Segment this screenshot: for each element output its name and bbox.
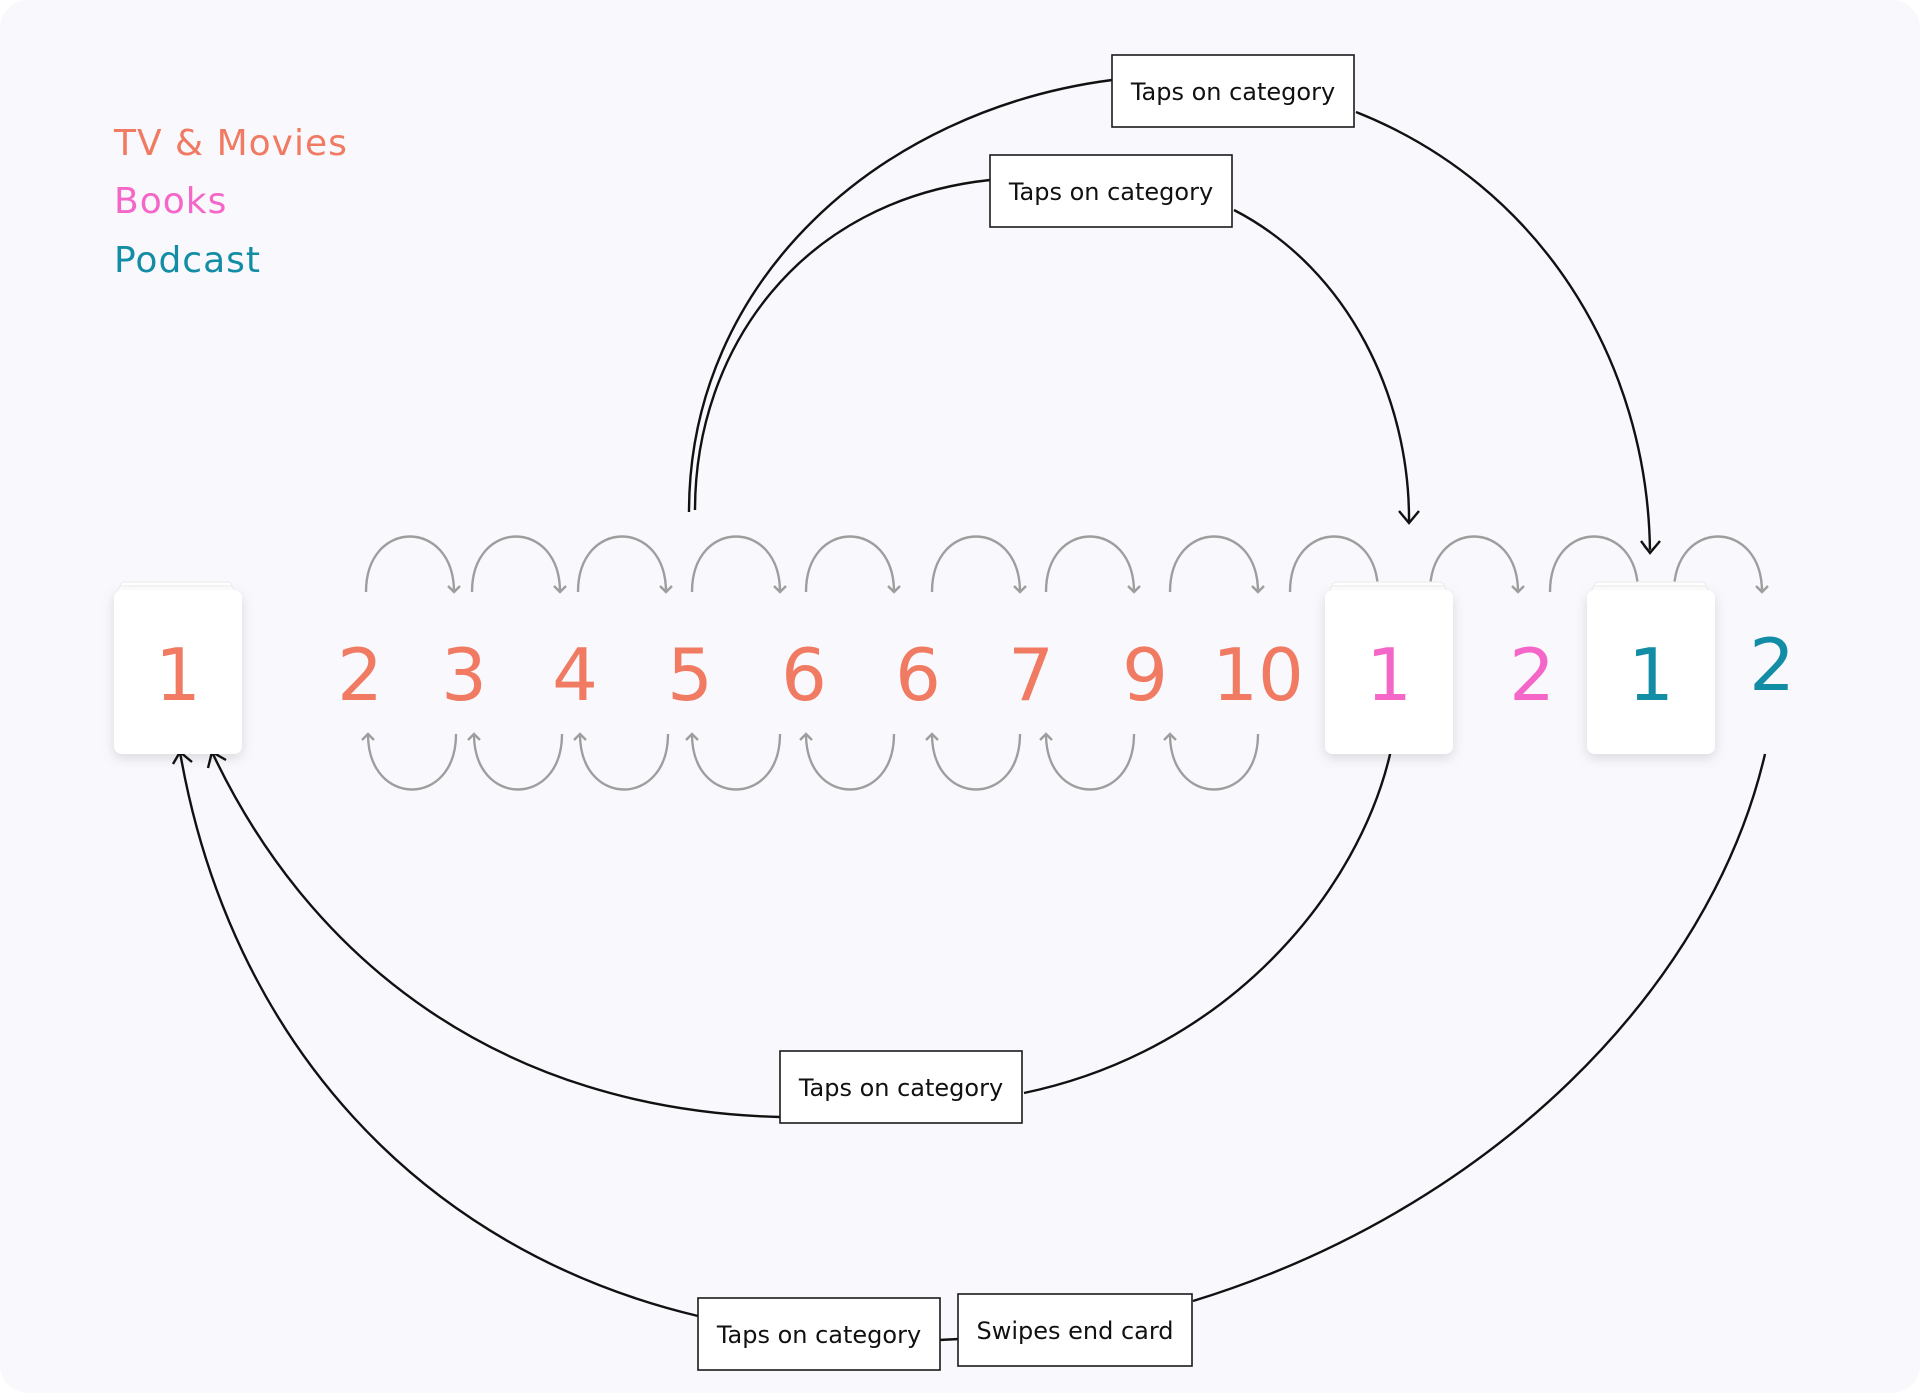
hop-arrow-backward xyxy=(361,732,458,791)
step-number-tv-movies-5: 5 xyxy=(667,633,713,717)
card-tv-1[interactable] xyxy=(114,581,242,754)
label-bottom-left-text: Taps on category xyxy=(716,1321,921,1349)
label-bottom-middle: Taps on category xyxy=(779,1050,1023,1124)
step-number-books-2: 2 xyxy=(1509,633,1555,717)
hop-arrow-forward xyxy=(930,535,1027,594)
hop-arrow-backward xyxy=(799,732,896,791)
flow-arc-top-outer xyxy=(687,78,1113,513)
flow-arcs xyxy=(171,78,1767,1342)
label-top-inner-text: Taps on category xyxy=(1008,178,1213,206)
forward-hops xyxy=(364,535,1769,594)
flow-arc-bottom-outer-end xyxy=(178,751,699,1318)
flow-arc-top-inner xyxy=(693,178,991,511)
step-number-podcast-1[interactable]: 1 xyxy=(1628,633,1674,717)
hop-arrow-backward xyxy=(685,732,782,791)
legend-podcast: Podcast xyxy=(114,240,261,281)
flow-arc-bottom-link xyxy=(938,1337,960,1342)
hop-arrow-forward xyxy=(1672,535,1769,594)
step-number-podcast-2: 2 xyxy=(1749,623,1795,707)
step-number-tv-movies-6: 6 xyxy=(781,633,827,717)
flow-arc-bottom-middle-end xyxy=(210,751,781,1119)
label-bottom-middle-text: Taps on category xyxy=(798,1074,1003,1102)
hop-arrow-forward xyxy=(690,535,787,594)
hop-arrow-forward xyxy=(470,535,567,594)
label-top-outer-text: Taps on category xyxy=(1130,78,1335,106)
step-number-tv-movies-3: 3 xyxy=(441,633,487,717)
card-books-1[interactable] xyxy=(1325,581,1453,754)
label-bottom-right-text: Swipes end card xyxy=(976,1317,1173,1345)
hop-arrow-forward xyxy=(804,535,901,594)
legend-tv-movies: TV & Movies xyxy=(113,123,348,164)
step-number-tv-movies-10: 10 xyxy=(1212,633,1304,717)
hop-arrow-forward xyxy=(1288,535,1385,594)
label-top-outer: Taps on category xyxy=(1111,54,1355,128)
edge-labels: Taps on category Taps on category Taps o… xyxy=(697,54,1355,1371)
flow-arc-top-inner-end xyxy=(1233,208,1411,523)
hop-arrow-forward xyxy=(364,535,461,594)
flow-arc-top-outer-end xyxy=(1355,110,1657,554)
legend: TV & Movies Books Podcast xyxy=(113,123,348,281)
hop-arrow-forward xyxy=(1548,535,1645,594)
legend-books: Books xyxy=(114,181,227,222)
hop-arrow-forward xyxy=(1428,535,1525,594)
step-number-tv-movies-4: 4 xyxy=(552,633,598,717)
step-number-tv-movies-9: 9 xyxy=(1122,633,1168,717)
hop-arrow-backward xyxy=(1039,732,1136,791)
arrowhead-books-1 xyxy=(1398,510,1420,525)
hop-arrow-backward xyxy=(467,732,564,791)
cards xyxy=(114,581,1715,754)
hop-arrow-backward xyxy=(925,732,1022,791)
step-number-tv-movies-6: 6 xyxy=(895,633,941,717)
flow-arc-bottom-outer xyxy=(1192,753,1767,1303)
hop-arrow-backward xyxy=(1163,732,1260,791)
label-bottom-left: Taps on category xyxy=(697,1297,941,1371)
card-podcast-1[interactable] xyxy=(1587,581,1715,754)
arrowhead-podcast-1 xyxy=(1640,540,1661,555)
hop-arrow-backward xyxy=(573,732,670,791)
step-number-tv-movies-1[interactable]: 1 xyxy=(155,633,201,717)
step-number-books-1[interactable]: 1 xyxy=(1366,633,1412,717)
step-number-tv-movies-7: 7 xyxy=(1008,633,1054,717)
hop-arrow-forward xyxy=(576,535,673,594)
hop-arrow-forward xyxy=(1168,535,1265,594)
hop-arrow-forward xyxy=(1044,535,1141,594)
backward-hops xyxy=(361,732,1260,791)
flow-arc-bottom-middle xyxy=(1023,749,1393,1095)
label-top-inner: Taps on category xyxy=(989,154,1233,228)
label-bottom-right: Swipes end card xyxy=(957,1293,1193,1367)
step-number-tv-movies-2: 2 xyxy=(337,633,383,717)
